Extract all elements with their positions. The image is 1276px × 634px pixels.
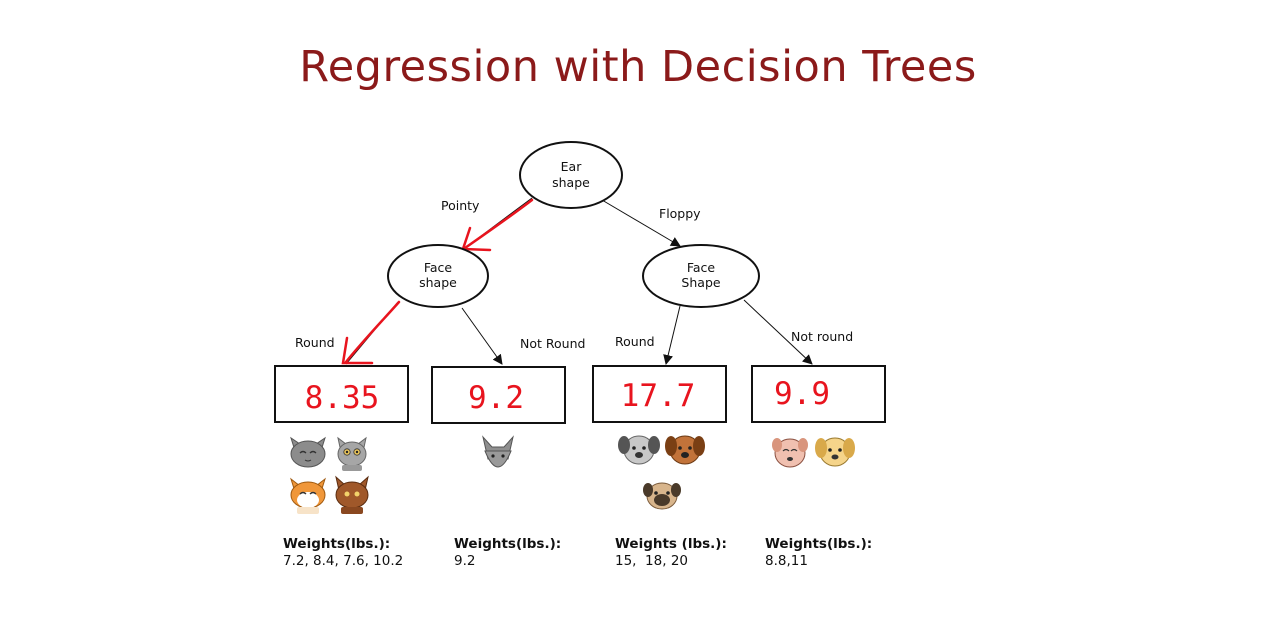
weights-leaf-1: Weights(lbs.): 7.2, 8.4, 7.6, 10.2	[283, 536, 403, 570]
edge-label-floppy: Floppy	[659, 206, 701, 221]
leaf-value-1: 8.35	[305, 380, 380, 416]
edge-left-not-round	[461, 307, 503, 365]
weights-header: Weights(lbs.):	[283, 536, 391, 552]
edge-label-left-not-round: Not Round	[520, 336, 585, 351]
edge-floppy	[601, 199, 681, 247]
weights-leaf-4: Weights(lbs.): 8.8,11	[765, 536, 872, 570]
leaf-box-4: 9.9	[751, 365, 886, 423]
slide-title: Regression with Decision Trees	[299, 42, 977, 92]
brown-cat-icon	[335, 475, 369, 514]
left-node-line1: Face	[424, 260, 453, 275]
root-node-line2: shape	[552, 175, 590, 190]
gray-cat-icon	[290, 436, 326, 468]
right-node-face-shape: Face Shape	[642, 244, 760, 308]
leaf-value-2: 9.2	[468, 380, 524, 416]
weights-header: Weights(lbs.):	[765, 536, 873, 552]
tan-dog-icon	[815, 437, 855, 467]
weights-header: Weights(lbs.):	[454, 536, 562, 552]
edge-right-not-round	[743, 299, 813, 365]
brown-dog-icon	[665, 435, 705, 465]
pink-dog-icon	[772, 438, 808, 468]
weights-values: 7.2, 8.4, 7.6, 10.2	[283, 553, 404, 569]
gray-dog-icon	[618, 435, 660, 465]
leaf-value-3: 17.7	[621, 378, 696, 414]
edge-right-round	[663, 305, 681, 365]
leaf-box-1: 8.35	[274, 365, 409, 423]
pug-dog-icon	[643, 482, 681, 510]
left-node-face-shape: Face shape	[387, 244, 489, 308]
root-node-ear-shape: Ear shape	[519, 141, 623, 209]
red-path-annotation-round	[341, 300, 401, 365]
weights-leaf-2: Weights(lbs.): 9.2	[454, 536, 561, 570]
edge-label-right-round: Round	[615, 334, 655, 349]
orange-cat-icon	[290, 477, 326, 514]
edge-label-pointy: Pointy	[441, 198, 480, 213]
weights-leaf-3: Weights (lbs.): 15, 18, 20	[615, 536, 727, 570]
edge-label-left-round: Round	[295, 335, 335, 350]
weights-header: Weights (lbs.):	[615, 536, 727, 552]
leaf-value-4: 9.9	[774, 376, 830, 412]
gray-cat-icon	[482, 435, 514, 468]
root-node-line1: Ear	[561, 159, 583, 174]
weights-values: 8.8,11	[765, 553, 808, 569]
right-node-line1: Face	[687, 260, 716, 275]
weights-values: 15, 18, 20	[615, 553, 688, 569]
weights-values: 9.2	[454, 553, 476, 569]
leaf-box-2: 9.2	[431, 366, 566, 424]
edge-label-right-not-round: Not round	[791, 329, 853, 344]
left-node-line2: shape	[419, 275, 457, 290]
right-node-line2: Shape	[681, 275, 720, 290]
gray-cat-icon	[337, 436, 367, 471]
leaf-box-3: 17.7	[592, 365, 727, 423]
